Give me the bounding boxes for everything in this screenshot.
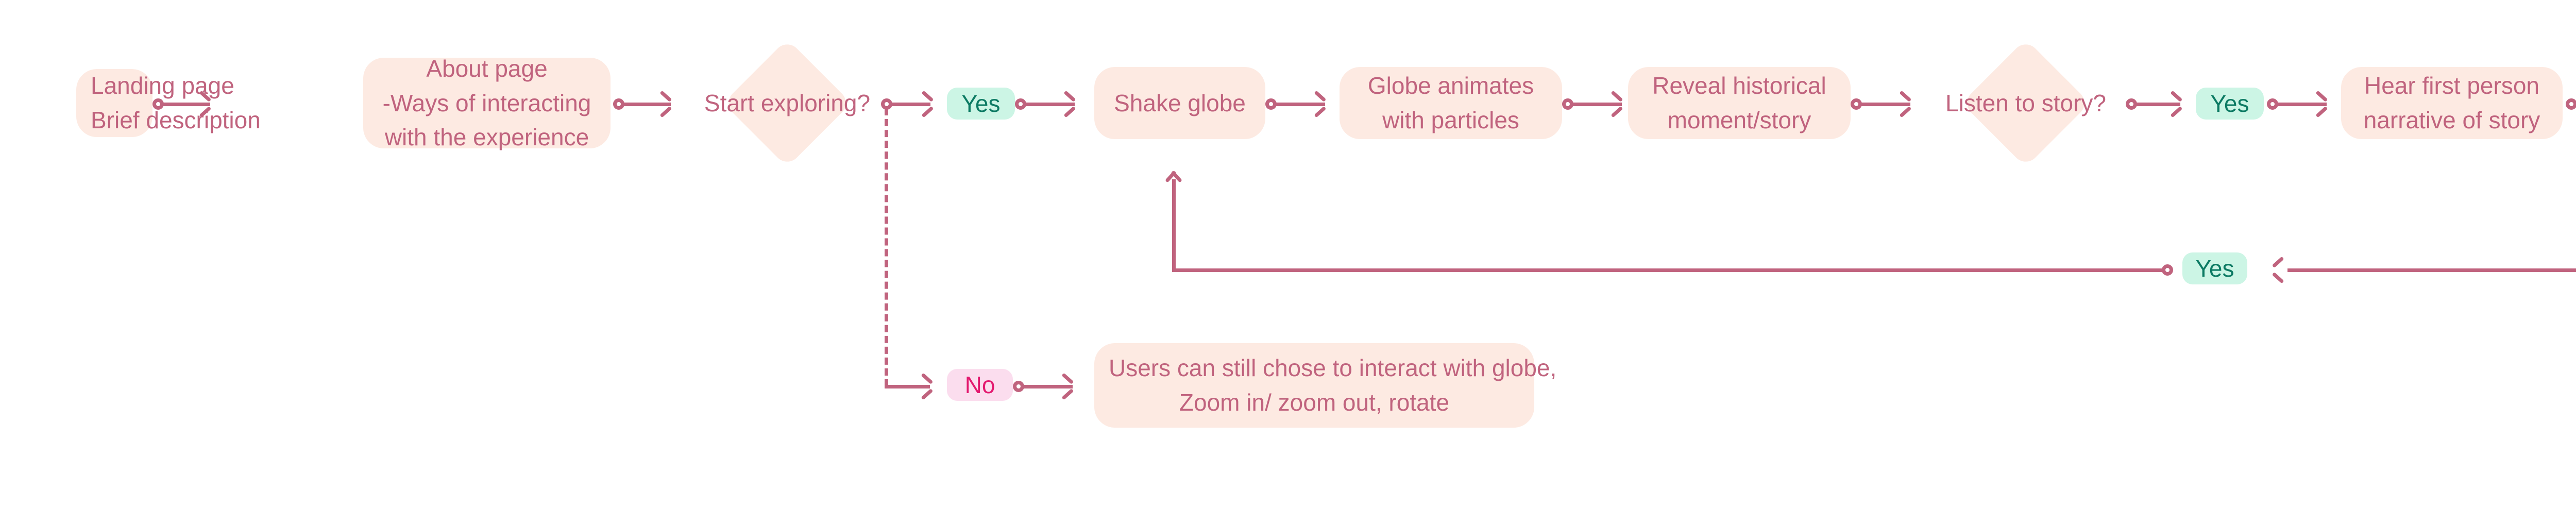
edge-line bbox=[1023, 103, 1075, 106]
arrow-right-icon bbox=[1061, 95, 1079, 113]
edge-line bbox=[1172, 179, 1176, 270]
node-hear-first-person-narrative[interactable]: Hear first person narrative of story bbox=[2341, 67, 2563, 139]
badge-label: Yes bbox=[2195, 255, 2234, 282]
edge-line bbox=[889, 103, 930, 106]
edge-dashed-segment bbox=[885, 108, 888, 386]
node-line: moment/story bbox=[1667, 107, 1811, 133]
arrow-right-icon bbox=[1608, 95, 1626, 113]
arrow-up-icon bbox=[1165, 174, 1182, 192]
node-line: Globe animates bbox=[1367, 72, 1534, 99]
arrow-right-icon bbox=[919, 378, 936, 395]
node-line: with the experience bbox=[384, 124, 589, 151]
arrow-right-icon bbox=[2313, 95, 2331, 113]
arrow-right-icon bbox=[1312, 95, 1329, 113]
node-line: Brief description bbox=[91, 107, 261, 133]
node-line: -Ways of interacting bbox=[382, 89, 591, 116]
arrow-right-icon bbox=[657, 95, 675, 113]
arrow-right-icon bbox=[2168, 95, 2185, 113]
edge-line bbox=[1021, 385, 1073, 388]
node-line: About page bbox=[426, 55, 548, 82]
node-shake-globe[interactable]: Shake globe bbox=[1094, 67, 1265, 139]
node-reveal-historical-moment[interactable]: Reveal historical moment/story bbox=[1628, 67, 1851, 139]
badge-yes-loop[interactable]: Yes bbox=[2182, 252, 2247, 284]
badge-yes-start-exploring[interactable]: Yes bbox=[947, 88, 1015, 120]
node-start-exploring-decision[interactable]: Start exploring? bbox=[688, 39, 886, 167]
edge-line bbox=[2275, 103, 2327, 106]
node-line: Reveal historical bbox=[1652, 72, 1826, 99]
edge-line bbox=[885, 385, 930, 388]
arrow-right-icon bbox=[919, 95, 937, 113]
arrow-right-icon bbox=[1059, 378, 1077, 395]
node-listen-to-story-decision[interactable]: Listen to story? bbox=[1927, 39, 2125, 167]
edge-line bbox=[1570, 103, 1622, 106]
node-users-can-still-interact[interactable]: Users can still chose to interact with g… bbox=[1094, 343, 1557, 428]
arrow-right-icon bbox=[1897, 95, 1914, 113]
node-line: Listen to story? bbox=[1945, 89, 2106, 116]
node-line: Start exploring? bbox=[704, 89, 871, 116]
badge-no-start-exploring[interactable]: No bbox=[947, 369, 1013, 401]
edge-line bbox=[2574, 103, 2576, 106]
node-line: Shake globe bbox=[1114, 89, 1246, 116]
badge-label: Yes bbox=[961, 90, 1001, 117]
badge-label: No bbox=[964, 371, 995, 398]
edge-line bbox=[1859, 103, 1910, 106]
node-line: with particles bbox=[1382, 107, 1519, 133]
edge-line bbox=[2287, 268, 2576, 272]
node-line: Users can still chose to interact with g… bbox=[1109, 354, 1557, 382]
badge-label: Yes bbox=[2210, 90, 2249, 117]
node-line: Hear first person bbox=[2364, 72, 2539, 99]
node-about-page[interactable]: About page -Ways of interacting with the… bbox=[363, 55, 611, 150]
badge-yes-listen-story[interactable]: Yes bbox=[2196, 88, 2264, 120]
edge-line bbox=[2134, 103, 2180, 106]
node-line: Zoom in/ zoom out, rotate bbox=[1179, 389, 1450, 416]
node-globe-animates[interactable]: Globe animates with particles bbox=[1340, 67, 1562, 139]
node-line: narrative of story bbox=[2363, 107, 2540, 133]
edge-line bbox=[621, 103, 671, 106]
arrow-left-icon bbox=[2269, 261, 2286, 279]
edge-line bbox=[161, 103, 210, 106]
node-landing-page[interactable]: Landing page Brief description bbox=[76, 69, 261, 137]
edge-line bbox=[1274, 103, 1325, 106]
edge-line bbox=[1172, 268, 2164, 272]
node-line: Landing page bbox=[91, 72, 234, 99]
